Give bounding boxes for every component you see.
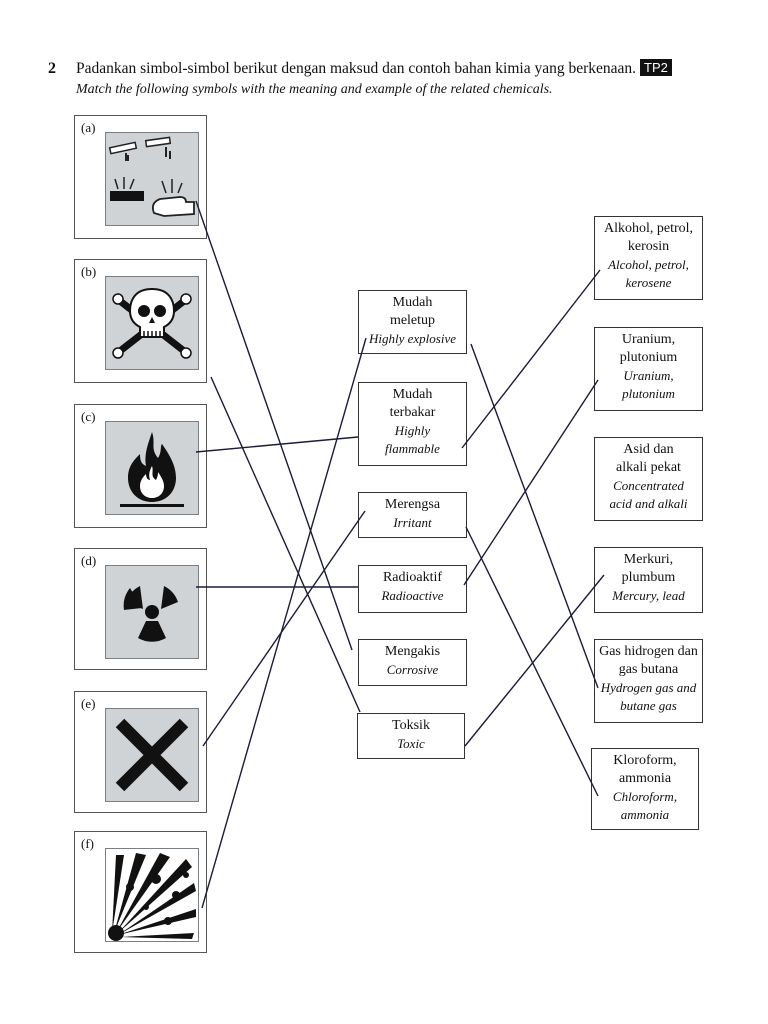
meaning-english: Highly explosive — [369, 331, 456, 346]
tp-badge: TP2 — [640, 59, 672, 76]
meaning-box-toxic: Toksik Toxic — [357, 713, 465, 759]
meaning-english: Radioactive — [381, 588, 444, 603]
corrosive-icon — [105, 132, 199, 226]
symbol-box-d: (d) — [74, 548, 207, 670]
example-box-hydrogen: Gas hidrogen dan gas butana Hydrogen gas… — [594, 639, 703, 723]
symbol-box-b: (b) — [74, 259, 207, 383]
symbol-label: (e) — [81, 696, 96, 711]
meaning-malay: Merengsa — [384, 497, 441, 512]
example-box-uranium: Uranium, plutonium Uranium, plutonium — [594, 327, 703, 411]
question-text: Padankan simbol-simbol berikut dengan ma… — [76, 59, 672, 100]
symbol-label: (d) — [81, 553, 97, 568]
example-malay: Uranium, plutonium — [619, 332, 678, 365]
meaning-malay: Radioaktif — [382, 570, 443, 585]
line-flammable-alcohol — [461, 269, 601, 449]
line-e-irritant — [202, 510, 366, 747]
line-toxic-mercury — [464, 574, 605, 747]
example-malay: Merkuri, plumbum — [621, 552, 676, 585]
line-explosive-hydrogen — [470, 343, 599, 689]
meaning-malay: Mudah terbakar — [389, 387, 436, 420]
meaning-english: Irritant — [393, 515, 432, 530]
question-number: 2 — [48, 60, 56, 77]
explosion-icon — [105, 848, 199, 942]
symbol-box-a: (a) — [74, 115, 207, 239]
example-malay: Gas hidrogen dan gas butana — [599, 644, 698, 677]
symbol-box-c: (c) — [74, 404, 207, 528]
example-box-alcohol: Alkohol, petrol, kerosin Alcohol, petrol… — [594, 216, 703, 300]
meaning-box-explosive: Mudah meletup Highly explosive — [358, 290, 467, 354]
example-malay: Asid dan alkali pekat — [616, 442, 681, 475]
meaning-box-flammable: Mudah terbakar Highly flammable — [358, 382, 467, 466]
example-english: Mercury, lead — [612, 588, 685, 603]
example-english: Concentrated acid and alkali — [609, 478, 688, 511]
cross-x-icon — [105, 708, 199, 802]
meaning-malay: Mengakis — [384, 644, 441, 659]
meaning-box-radioactive: Radioaktif Radioactive — [358, 565, 467, 613]
meaning-box-irritant: Merengsa Irritant — [358, 492, 467, 538]
example-malay: Kloroform, ammonia — [613, 753, 677, 786]
question-english: Match the following symbols with the mea… — [76, 82, 553, 97]
radioactive-icon — [105, 565, 199, 659]
example-english: Chloroform, ammonia — [612, 789, 678, 822]
question-malay: Padankan simbol-simbol berikut dengan ma… — [76, 60, 637, 77]
flame-icon — [105, 421, 199, 515]
symbol-box-e: (e) — [74, 691, 207, 813]
meaning-english: Highly flammable — [385, 423, 440, 456]
line-a-corrosive — [195, 200, 353, 651]
example-box-mercury: Merkuri, plumbum Mercury, lead — [594, 547, 703, 613]
meaning-english: Toxic — [397, 736, 425, 751]
meaning-english: Corrosive — [386, 662, 439, 677]
symbol-label: (b) — [81, 264, 97, 279]
meaning-malay: Toksik — [392, 718, 430, 733]
line-c-flammable — [195, 436, 359, 453]
meaning-box-corrosive: Mengakis Corrosive — [358, 639, 467, 686]
meaning-malay: Mudah meletup — [389, 295, 436, 328]
example-english: Hydrogen gas and butane gas — [600, 680, 697, 713]
symbol-label: (f) — [81, 836, 94, 851]
line-radioactive-uranium — [463, 379, 599, 586]
skull-crossbones-icon — [105, 276, 199, 370]
symbol-label: (c) — [81, 409, 96, 424]
line-irritant-chloroform — [465, 526, 599, 797]
symbol-box-f: (f) — [74, 831, 207, 953]
example-english: Uranium, plutonium — [622, 368, 675, 401]
example-box-chloroform: Kloroform, ammonia Chloroform, ammonia — [591, 748, 699, 830]
line-f-explosive — [201, 337, 367, 909]
example-english: Alcohol, petrol, kerosene — [608, 257, 689, 290]
line-b-toxic — [210, 376, 361, 713]
symbol-label: (a) — [81, 120, 96, 135]
example-malay: Alkohol, petrol, kerosin — [603, 221, 694, 254]
example-box-acid: Asid dan alkali pekat Concentrated acid … — [594, 437, 703, 521]
